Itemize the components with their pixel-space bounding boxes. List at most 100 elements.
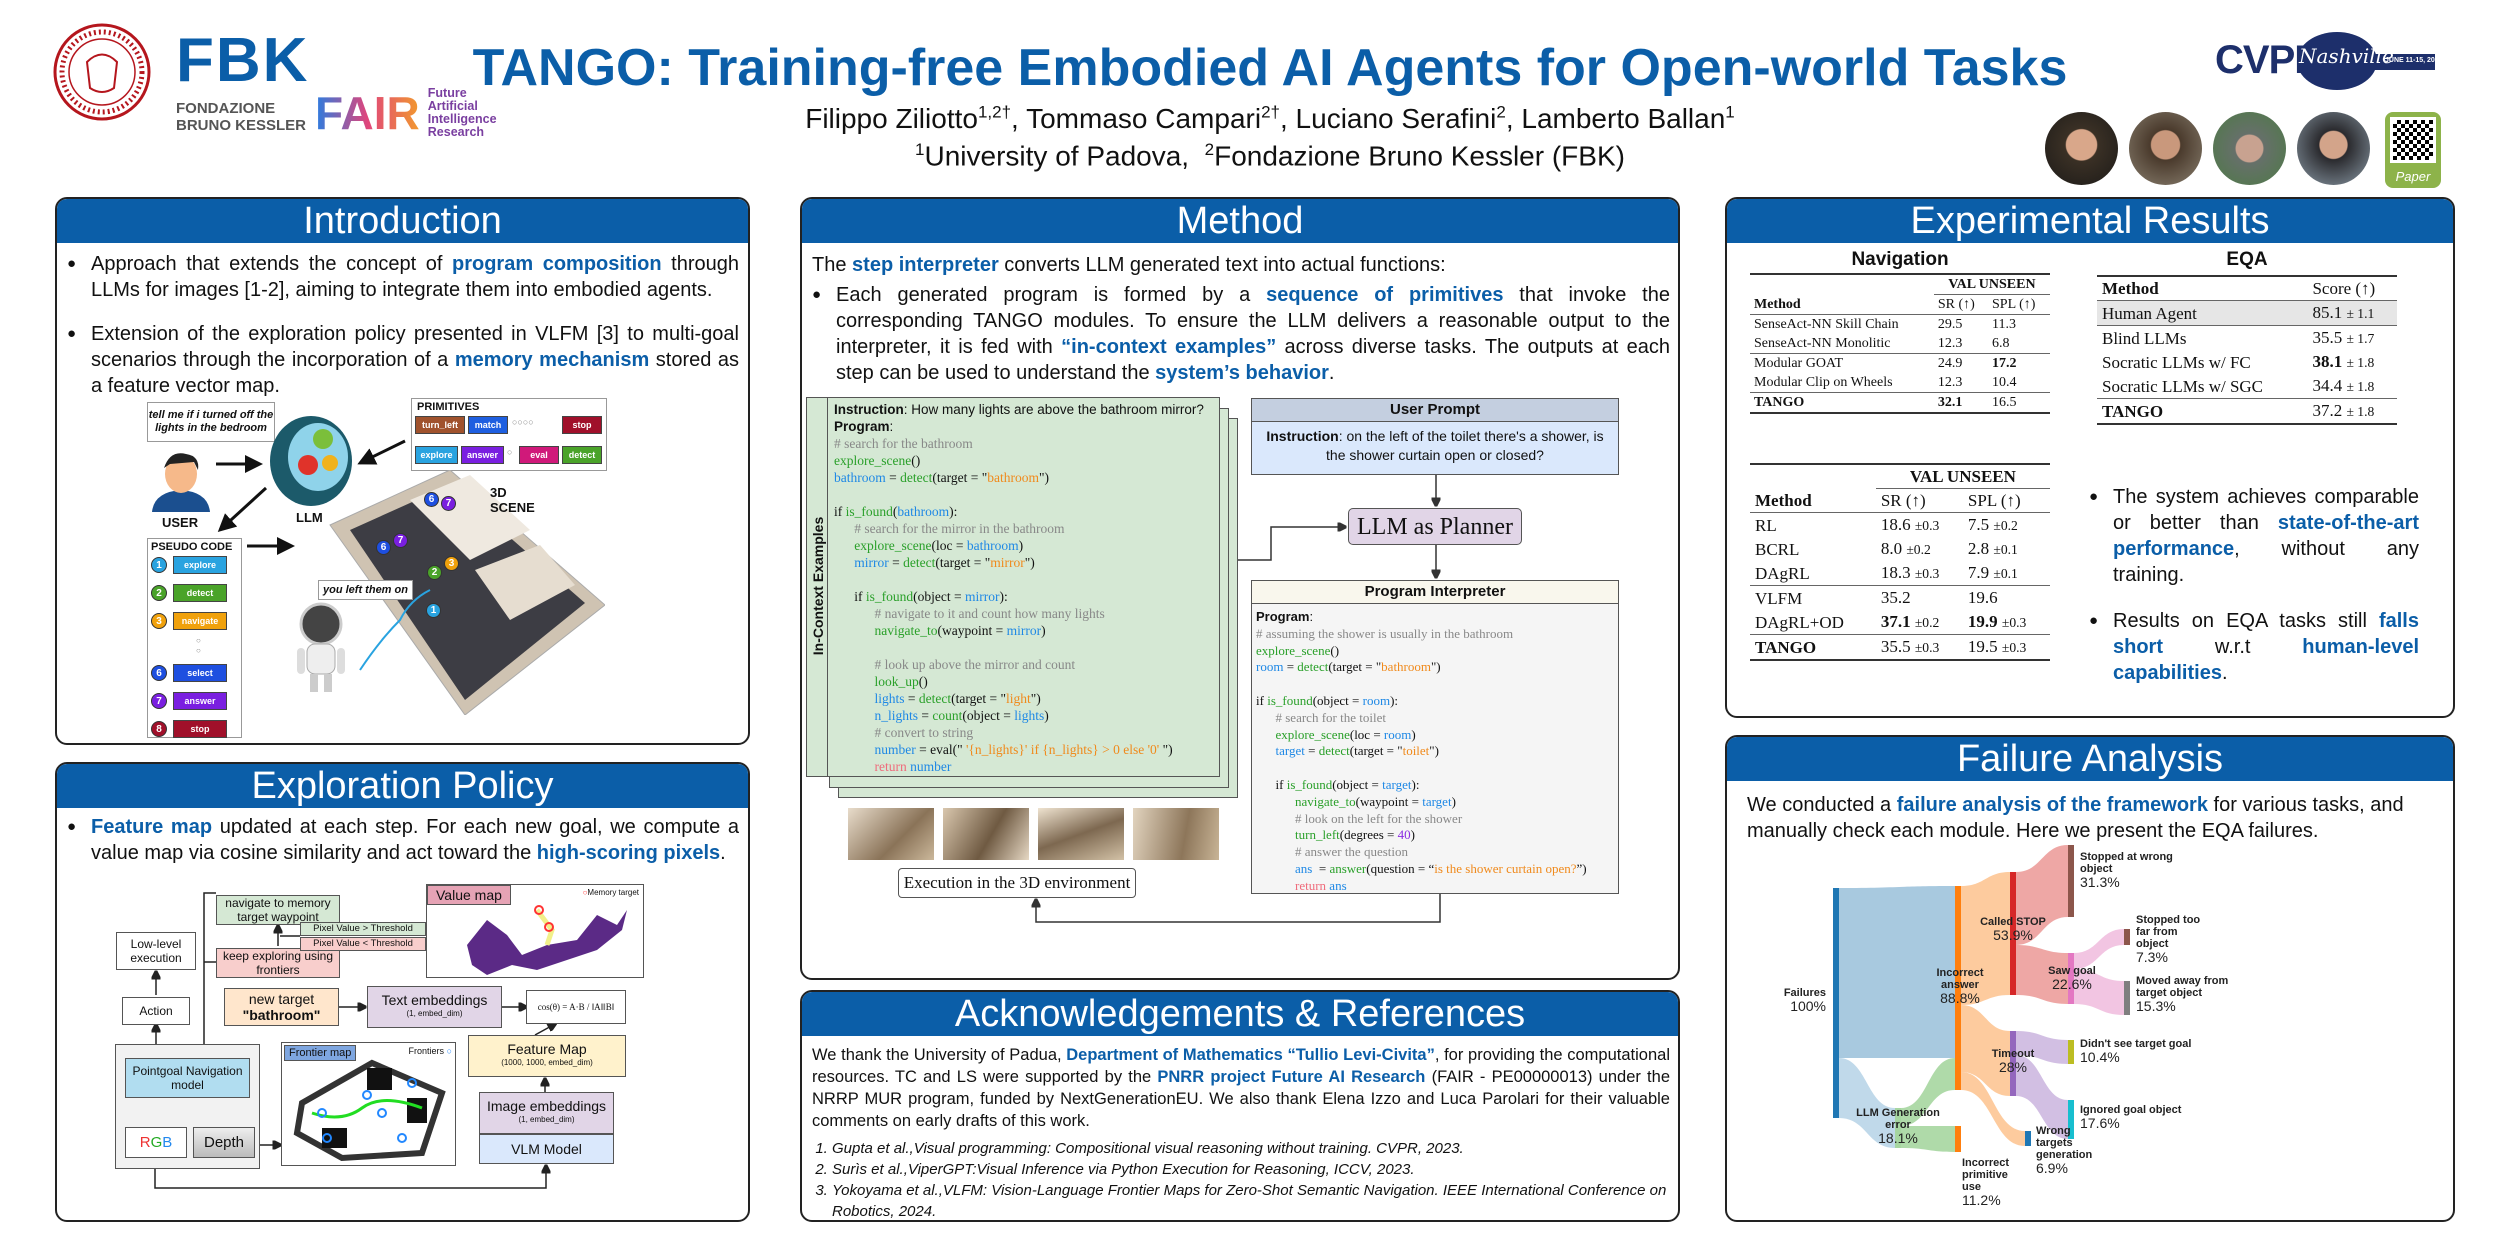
code-token: () — [911, 453, 921, 468]
text-segment: through LLMs for images [1-2], aiming to… — [91, 253, 739, 301]
label-line: generation — [2036, 1149, 2093, 1161]
label-line: LLM Generation — [1856, 1107, 1940, 1119]
code-line: # search for the bathroom — [834, 435, 1204, 452]
code-token: ): — [1411, 776, 1420, 792]
code-token: count — [932, 708, 963, 723]
step-marker: 6 — [424, 492, 439, 507]
execution-frame-image — [943, 808, 1029, 860]
affil-sup: 2 — [1204, 140, 1215, 159]
code-token: room — [1383, 726, 1412, 742]
label-line: Moved away from — [2136, 975, 2229, 987]
rgb-r: R — [139, 1133, 151, 1151]
text-segment: Extension of the exploration policy pres… — [91, 323, 739, 371]
code-token: bathroom — [987, 470, 1039, 485]
sankey-node-value: 100% — [1790, 998, 1826, 1014]
sankey-node-bar — [1955, 886, 1961, 1090]
primitive-chip: detect — [562, 446, 602, 464]
code-token: detect — [1297, 659, 1329, 675]
code-token: detect — [900, 470, 933, 485]
guitar-neck — [2365, 54, 2435, 70]
score-std: ±0.3 — [1914, 640, 1940, 655]
sankey-flow — [1901, 1126, 1955, 1152]
table-cell: SR (↑) — [1880, 491, 1926, 510]
acknowledgements-panel: Acknowledgements & References We thank t… — [800, 990, 1680, 1222]
bullet: Approach that extends the concept of pro… — [67, 251, 739, 303]
text-embeddings-box: Text embeddings(1, embed_dim) — [367, 986, 502, 1028]
user-bubble-text: tell me if i turned off the lights in th… — [148, 409, 274, 434]
code-token: answer — [1329, 860, 1367, 876]
code-token: (question = “ — [1366, 860, 1435, 876]
interpreter-code: Program:# assuming the shower is usually… — [1256, 609, 1587, 895]
low-level-execution-box: Low-level execution — [116, 932, 196, 970]
code-line: explore_scene(loc = bathroom) — [834, 537, 1204, 554]
exploration-text: Feature map updated at each step. For ea… — [67, 814, 739, 866]
code-token: (loc = — [931, 538, 967, 553]
text-segment: We conducted a — [1747, 794, 1897, 816]
code-line: n_lights = count(object = lights) — [834, 707, 1204, 724]
code-token: = — [1283, 659, 1298, 675]
table-cell: Method — [2102, 279, 2159, 298]
code-token: ) — [1044, 708, 1049, 723]
code-line: look_up() — [834, 673, 1204, 690]
table-group-label: VAL UNSEEN — [1875, 464, 2050, 489]
step-number-badge: 8 — [151, 721, 167, 737]
code-token: look_up — [874, 674, 919, 689]
table-cell: TANGO — [2102, 401, 2164, 421]
box-label: LLM as Planner — [1357, 513, 1513, 540]
table-cell: BCRL — [1755, 539, 1800, 559]
table-cell: Modular GOAT — [1754, 356, 1844, 371]
code-line: return ans — [1256, 878, 1587, 895]
code-line: # assuming the shower is usually in the … — [1256, 626, 1587, 643]
depth-box: Depth — [193, 1127, 255, 1158]
bullet: Results on EQA tasks still falls short w… — [2089, 608, 2419, 686]
sankey-node-bar — [2124, 929, 2130, 945]
box-label: Image embeddings — [486, 1098, 607, 1114]
score-std: ±0.1 — [1993, 566, 2018, 581]
score-std: ±0.2 — [1993, 518, 2018, 533]
code-line: explore_scene() — [1256, 643, 1587, 660]
user-icon — [150, 448, 212, 512]
box-label: Feature Map — [507, 1041, 587, 1057]
fair-logo-sub: Future Artificial Intelligence Research — [428, 87, 497, 139]
table-cell: 16.5 — [1992, 395, 2017, 410]
score-std: ± 1.7 — [2346, 331, 2375, 346]
label-line: Stopped at wrong — [2080, 851, 2173, 863]
label-line: Incorrect — [1936, 967, 1983, 979]
primitive-chip: explore — [415, 446, 458, 464]
code-line: turn_left(degrees = 40) — [1256, 827, 1587, 844]
paper-qr-button[interactable]: Paper — [2385, 112, 2441, 188]
sankey-node-bar — [1895, 1108, 1901, 1148]
text-segment: stored as a feature vector map. — [91, 349, 740, 397]
sankey-node-value: 17.6% — [2080, 1115, 2120, 1131]
score-std: ±0.3 — [2001, 640, 2027, 655]
ellipsis: ○ ○ — [196, 636, 201, 655]
primitive-chip: match — [468, 416, 508, 434]
code-token: ”) — [1576, 860, 1587, 876]
code-token: ( — [892, 504, 898, 519]
value-map-image — [467, 905, 627, 975]
code-token: () — [1330, 642, 1340, 658]
highlight-text: human-level capabilities — [2113, 636, 2419, 684]
sankey-node-bar — [2068, 845, 2074, 917]
threshold-above-label: Pixel Value > Threshold — [300, 922, 426, 936]
primitive-chip: stop — [562, 416, 602, 434]
table-cell: Score (↑) — [2312, 279, 2376, 298]
table-cell: 12.3 — [1937, 336, 1963, 351]
code-token: = eval(" — [915, 742, 966, 757]
code-token: if — [834, 589, 866, 604]
action-box: Action — [122, 997, 190, 1025]
section-heading: Introduction — [57, 199, 748, 243]
code-token: ): — [999, 589, 1008, 604]
highlight-text: system’s behavior — [1155, 362, 1329, 384]
table-cell: Method — [1754, 296, 1801, 312]
code-token: = — [1312, 860, 1330, 876]
score-std: ± 1.8 — [2346, 379, 2375, 394]
code-token: # look on the left for the shower — [1256, 810, 1463, 826]
